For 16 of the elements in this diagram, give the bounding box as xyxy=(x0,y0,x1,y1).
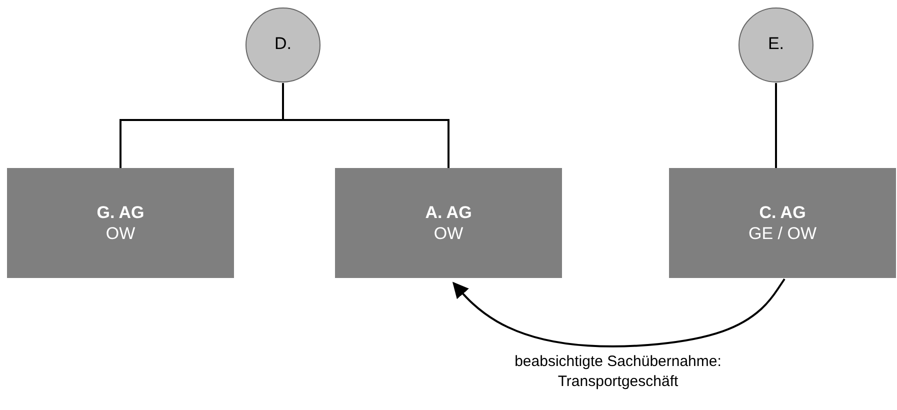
company-role: OW xyxy=(106,223,136,244)
circle-node xyxy=(738,7,814,83)
node-label: D. xyxy=(274,32,292,54)
company-box xyxy=(335,168,562,278)
connector-line xyxy=(282,83,450,168)
company-box xyxy=(7,168,234,278)
company-name: G. AG xyxy=(96,202,144,223)
connector-line xyxy=(775,83,777,168)
company-box xyxy=(669,168,896,278)
company-role: GE / OW xyxy=(748,223,816,244)
node-label: E. xyxy=(768,32,784,54)
company-role: OW xyxy=(434,223,464,244)
company-name: A. AG xyxy=(425,202,472,223)
circle-node xyxy=(245,7,321,83)
curved-arrow xyxy=(452,278,786,348)
company-name: C. AG xyxy=(759,202,806,223)
